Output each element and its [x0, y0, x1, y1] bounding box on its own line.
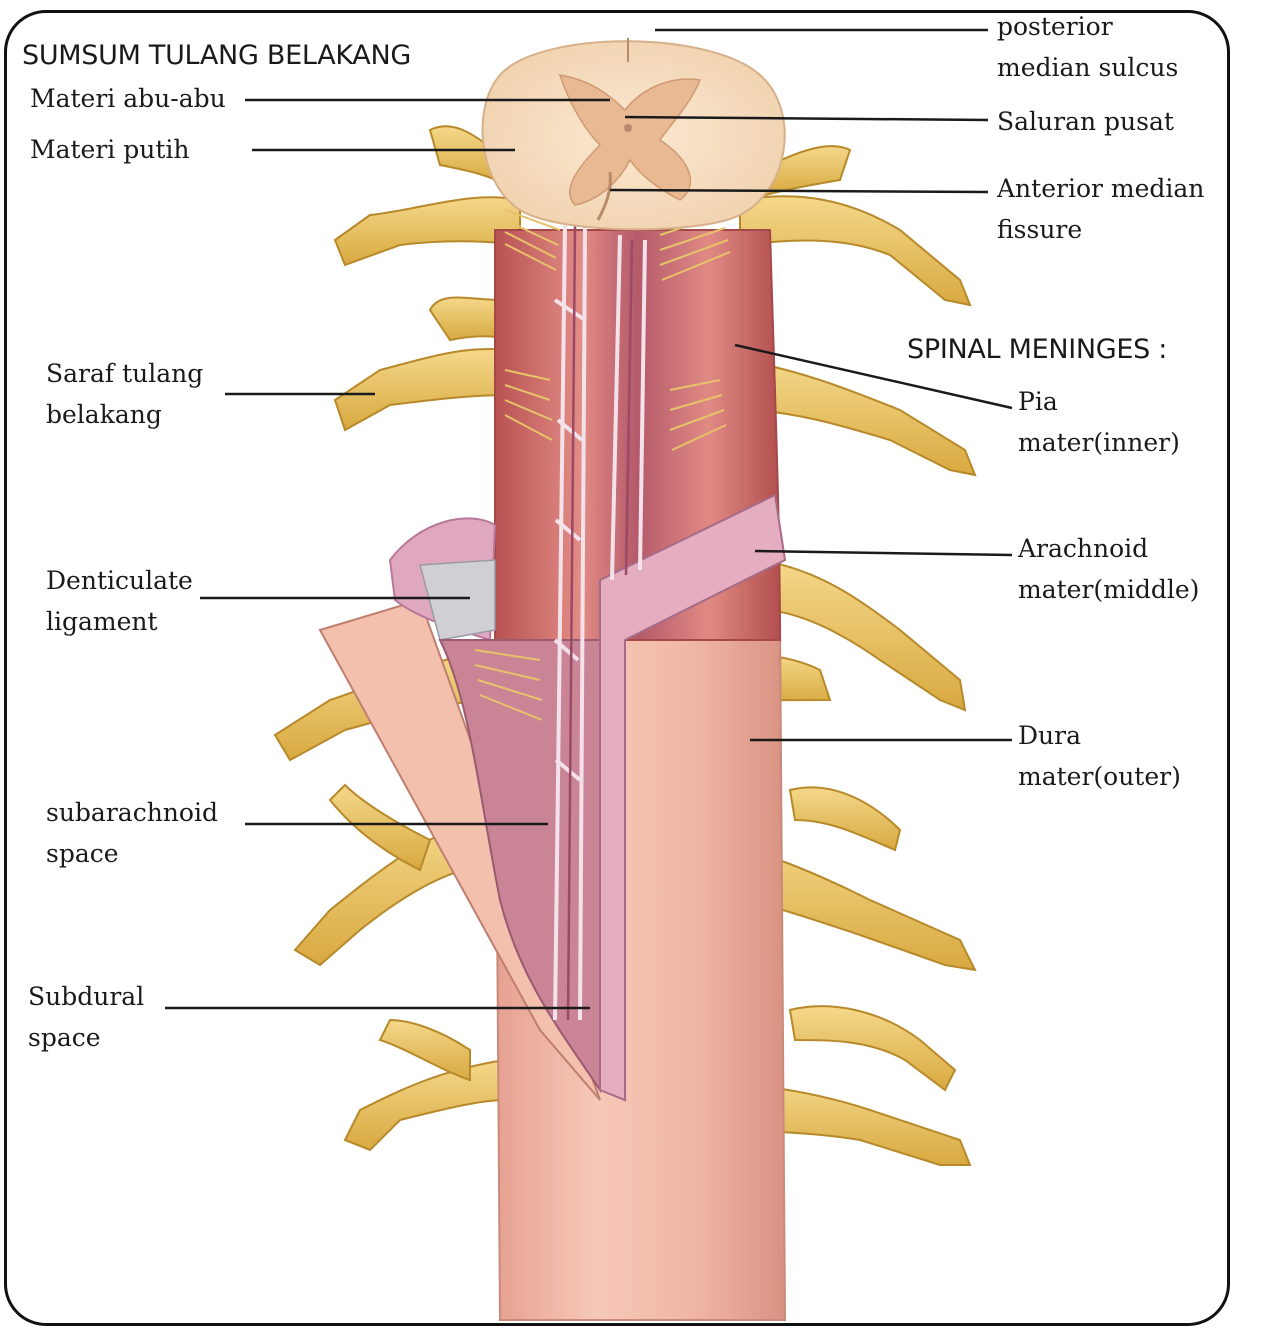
label-arachnoid-mater: Arachnoid mater(middle) — [1018, 528, 1199, 610]
label-subarachnoid-space: subarachnoid space — [46, 792, 218, 874]
label-arachnoid-line1: Arachnoid — [1018, 534, 1149, 563]
label-spinal-nerve-line1: Saraf tulang — [46, 359, 204, 388]
label-subarachnoid-line2: space — [46, 839, 119, 868]
label-arachnoid-line2: mater(middle) — [1018, 575, 1200, 604]
label-dura-line1: Dura — [1018, 721, 1082, 750]
label-posterior-line2: median sulcus — [997, 53, 1179, 82]
label-subdural-space: Subdural space — [28, 976, 144, 1058]
denticulate-ligament-shape — [419, 559, 496, 641]
label-denticulate-ligament: Denticulate ligament — [46, 560, 193, 642]
label-posterior-median-sulcus: posterior median sulcus — [997, 6, 1178, 88]
label-denticulate-line1: Denticulate — [46, 566, 193, 595]
label-dura-line2: mater(outer) — [1018, 762, 1181, 791]
label-pia-mater: Pia mater(inner) — [1018, 381, 1180, 463]
label-gray-matter: Materi abu-abu — [30, 84, 226, 113]
gray-matter-butterfly — [558, 74, 702, 206]
leader-lines — [165, 28, 1013, 1010]
label-dura-mater: Dura mater(outer) — [1018, 715, 1181, 797]
label-pia-line2: mater(inner) — [1018, 428, 1180, 457]
label-central-canal: Saluran pusat — [997, 107, 1174, 136]
main-title: SUMSUM TULANG BELAKANG — [22, 40, 412, 71]
label-subdural-line1: Subdural — [28, 982, 145, 1011]
label-denticulate-line2: ligament — [46, 607, 158, 636]
label-spinal-nerve-line2: belakang — [46, 400, 162, 429]
label-subdural-line2: space — [28, 1023, 101, 1052]
spinal-vessels — [553, 224, 647, 1021]
label-subarachnoid-line1: subarachnoid — [46, 798, 218, 827]
label-anterior-median-fissure: Anterior median fissure — [997, 168, 1204, 250]
label-anterior-line1: Anterior median — [997, 174, 1205, 203]
label-pia-line1: Pia — [1018, 387, 1058, 416]
label-white-matter: Materi putih — [30, 135, 190, 164]
label-posterior-line1: posterior — [997, 12, 1113, 41]
label-anterior-line2: fissure — [997, 215, 1083, 244]
meninges-title: SPINAL MENINGES : — [907, 334, 1168, 365]
arachnoid-band — [599, 493, 787, 1102]
label-spinal-nerve: Saraf tulang belakang — [46, 353, 203, 435]
